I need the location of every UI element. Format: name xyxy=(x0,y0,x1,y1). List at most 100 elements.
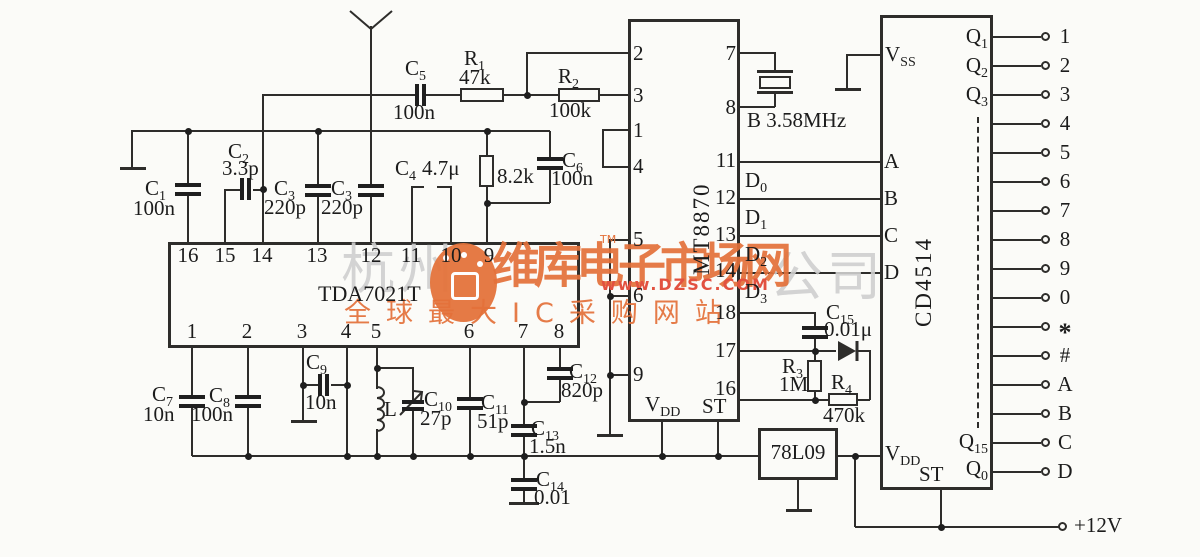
c13-value: 1.5n xyxy=(529,434,566,458)
capacitor-plate xyxy=(402,400,424,404)
junction-dot xyxy=(467,453,474,460)
c9-value: 10n xyxy=(305,390,337,414)
junction-dot xyxy=(245,453,252,460)
tda-pin-10: 10 xyxy=(440,243,462,267)
out-3: 3 xyxy=(1059,82,1071,106)
tda-pin-15: 15 xyxy=(214,243,236,267)
resistor-8k2-body xyxy=(479,155,494,187)
wire xyxy=(191,407,193,456)
capacitor-plate xyxy=(247,178,251,200)
tda7021t-box xyxy=(168,242,580,348)
wire xyxy=(993,239,1041,241)
junction-dot xyxy=(344,453,351,460)
wire xyxy=(192,455,758,457)
wire xyxy=(504,94,558,96)
wire xyxy=(993,123,1041,125)
r1-ref: R1 xyxy=(464,46,486,75)
c7-ref: C7 xyxy=(152,382,174,411)
wire xyxy=(814,337,816,351)
junction-dot xyxy=(374,453,381,460)
r4-value: 470k xyxy=(823,403,865,427)
capacitor-plate xyxy=(235,395,261,399)
out-hash: # xyxy=(1059,343,1071,367)
wire xyxy=(377,367,413,369)
wire xyxy=(610,295,628,297)
wire xyxy=(120,167,146,170)
c5-ref: C5 xyxy=(405,56,427,85)
mt-vdd-label: VDD xyxy=(645,392,681,421)
wire xyxy=(797,480,799,510)
c5-value: 100n xyxy=(393,100,435,124)
wire xyxy=(291,420,317,423)
r1-value: 47k xyxy=(459,65,491,89)
wire xyxy=(603,166,628,168)
wire xyxy=(302,348,304,385)
wire xyxy=(487,202,550,204)
variable-cap-arrow-icon xyxy=(399,390,424,416)
c3a-value: 220p xyxy=(264,195,306,219)
terminal-circle xyxy=(1041,32,1050,41)
c3b-ref: C3 xyxy=(331,176,353,205)
capacitor-plate xyxy=(179,404,205,408)
wire xyxy=(437,186,450,188)
wire xyxy=(858,350,870,352)
cd-vdd-label: VDD xyxy=(885,441,921,470)
r2-value: 100k xyxy=(549,98,591,122)
supply-12v-label: +12V xyxy=(1074,513,1123,537)
out-a: A xyxy=(1057,372,1073,396)
out-5: 5 xyxy=(1059,140,1071,164)
wire xyxy=(740,235,880,237)
mt-pin-2: 2 xyxy=(633,41,644,65)
terminal-circle xyxy=(1041,148,1050,157)
junction-dot xyxy=(607,293,614,300)
capacitor-plate xyxy=(511,424,537,428)
resistor-r4-body xyxy=(828,393,858,406)
mt-pin-6: 6 xyxy=(633,283,644,307)
capacitor-plate xyxy=(358,193,384,197)
78l09-box xyxy=(758,428,838,480)
wire xyxy=(370,26,372,184)
inductor-icon xyxy=(376,386,385,432)
wire xyxy=(187,131,189,183)
tda-pin-9: 9 xyxy=(483,243,495,267)
tda-pin-7: 7 xyxy=(517,319,529,343)
junction-dot xyxy=(715,453,722,460)
junction-dot xyxy=(315,128,322,135)
c3a-ref: C3 xyxy=(274,176,296,205)
wire xyxy=(838,455,880,457)
wire xyxy=(262,94,264,242)
terminal-circle xyxy=(1041,61,1050,70)
capacitor-plate xyxy=(325,374,329,396)
wire xyxy=(450,186,452,242)
wire xyxy=(549,169,551,203)
r3-value: 1M xyxy=(779,372,809,396)
capacitor-plate xyxy=(402,407,424,411)
wire xyxy=(425,94,460,96)
wire xyxy=(191,348,193,395)
wire xyxy=(303,384,318,386)
wire xyxy=(131,130,133,169)
wire xyxy=(740,106,775,108)
tda-pin-4: 4 xyxy=(340,319,352,343)
crystal-body xyxy=(759,76,791,89)
terminal-circle xyxy=(1041,322,1050,331)
wire xyxy=(993,94,1041,96)
junction-dot xyxy=(852,453,859,460)
wire xyxy=(600,94,628,96)
wire xyxy=(940,490,942,528)
junction-dot xyxy=(938,524,945,531)
c14-ref: C14 xyxy=(536,467,565,496)
c11-ref: C11 xyxy=(481,390,509,419)
out-d: D xyxy=(1057,459,1073,483)
mt-pin-13: 13 xyxy=(715,222,736,246)
capacitor-plate xyxy=(305,193,331,197)
wire xyxy=(331,384,347,386)
junction-dot xyxy=(260,186,267,193)
mt-pin-12: 12 xyxy=(715,185,736,209)
junction-dot xyxy=(344,382,351,389)
capacitor-plate xyxy=(547,367,573,371)
d0-label: D0 xyxy=(745,168,768,197)
cd-q1-label: Q1 xyxy=(965,24,988,53)
c8-ref: C8 xyxy=(209,383,231,412)
